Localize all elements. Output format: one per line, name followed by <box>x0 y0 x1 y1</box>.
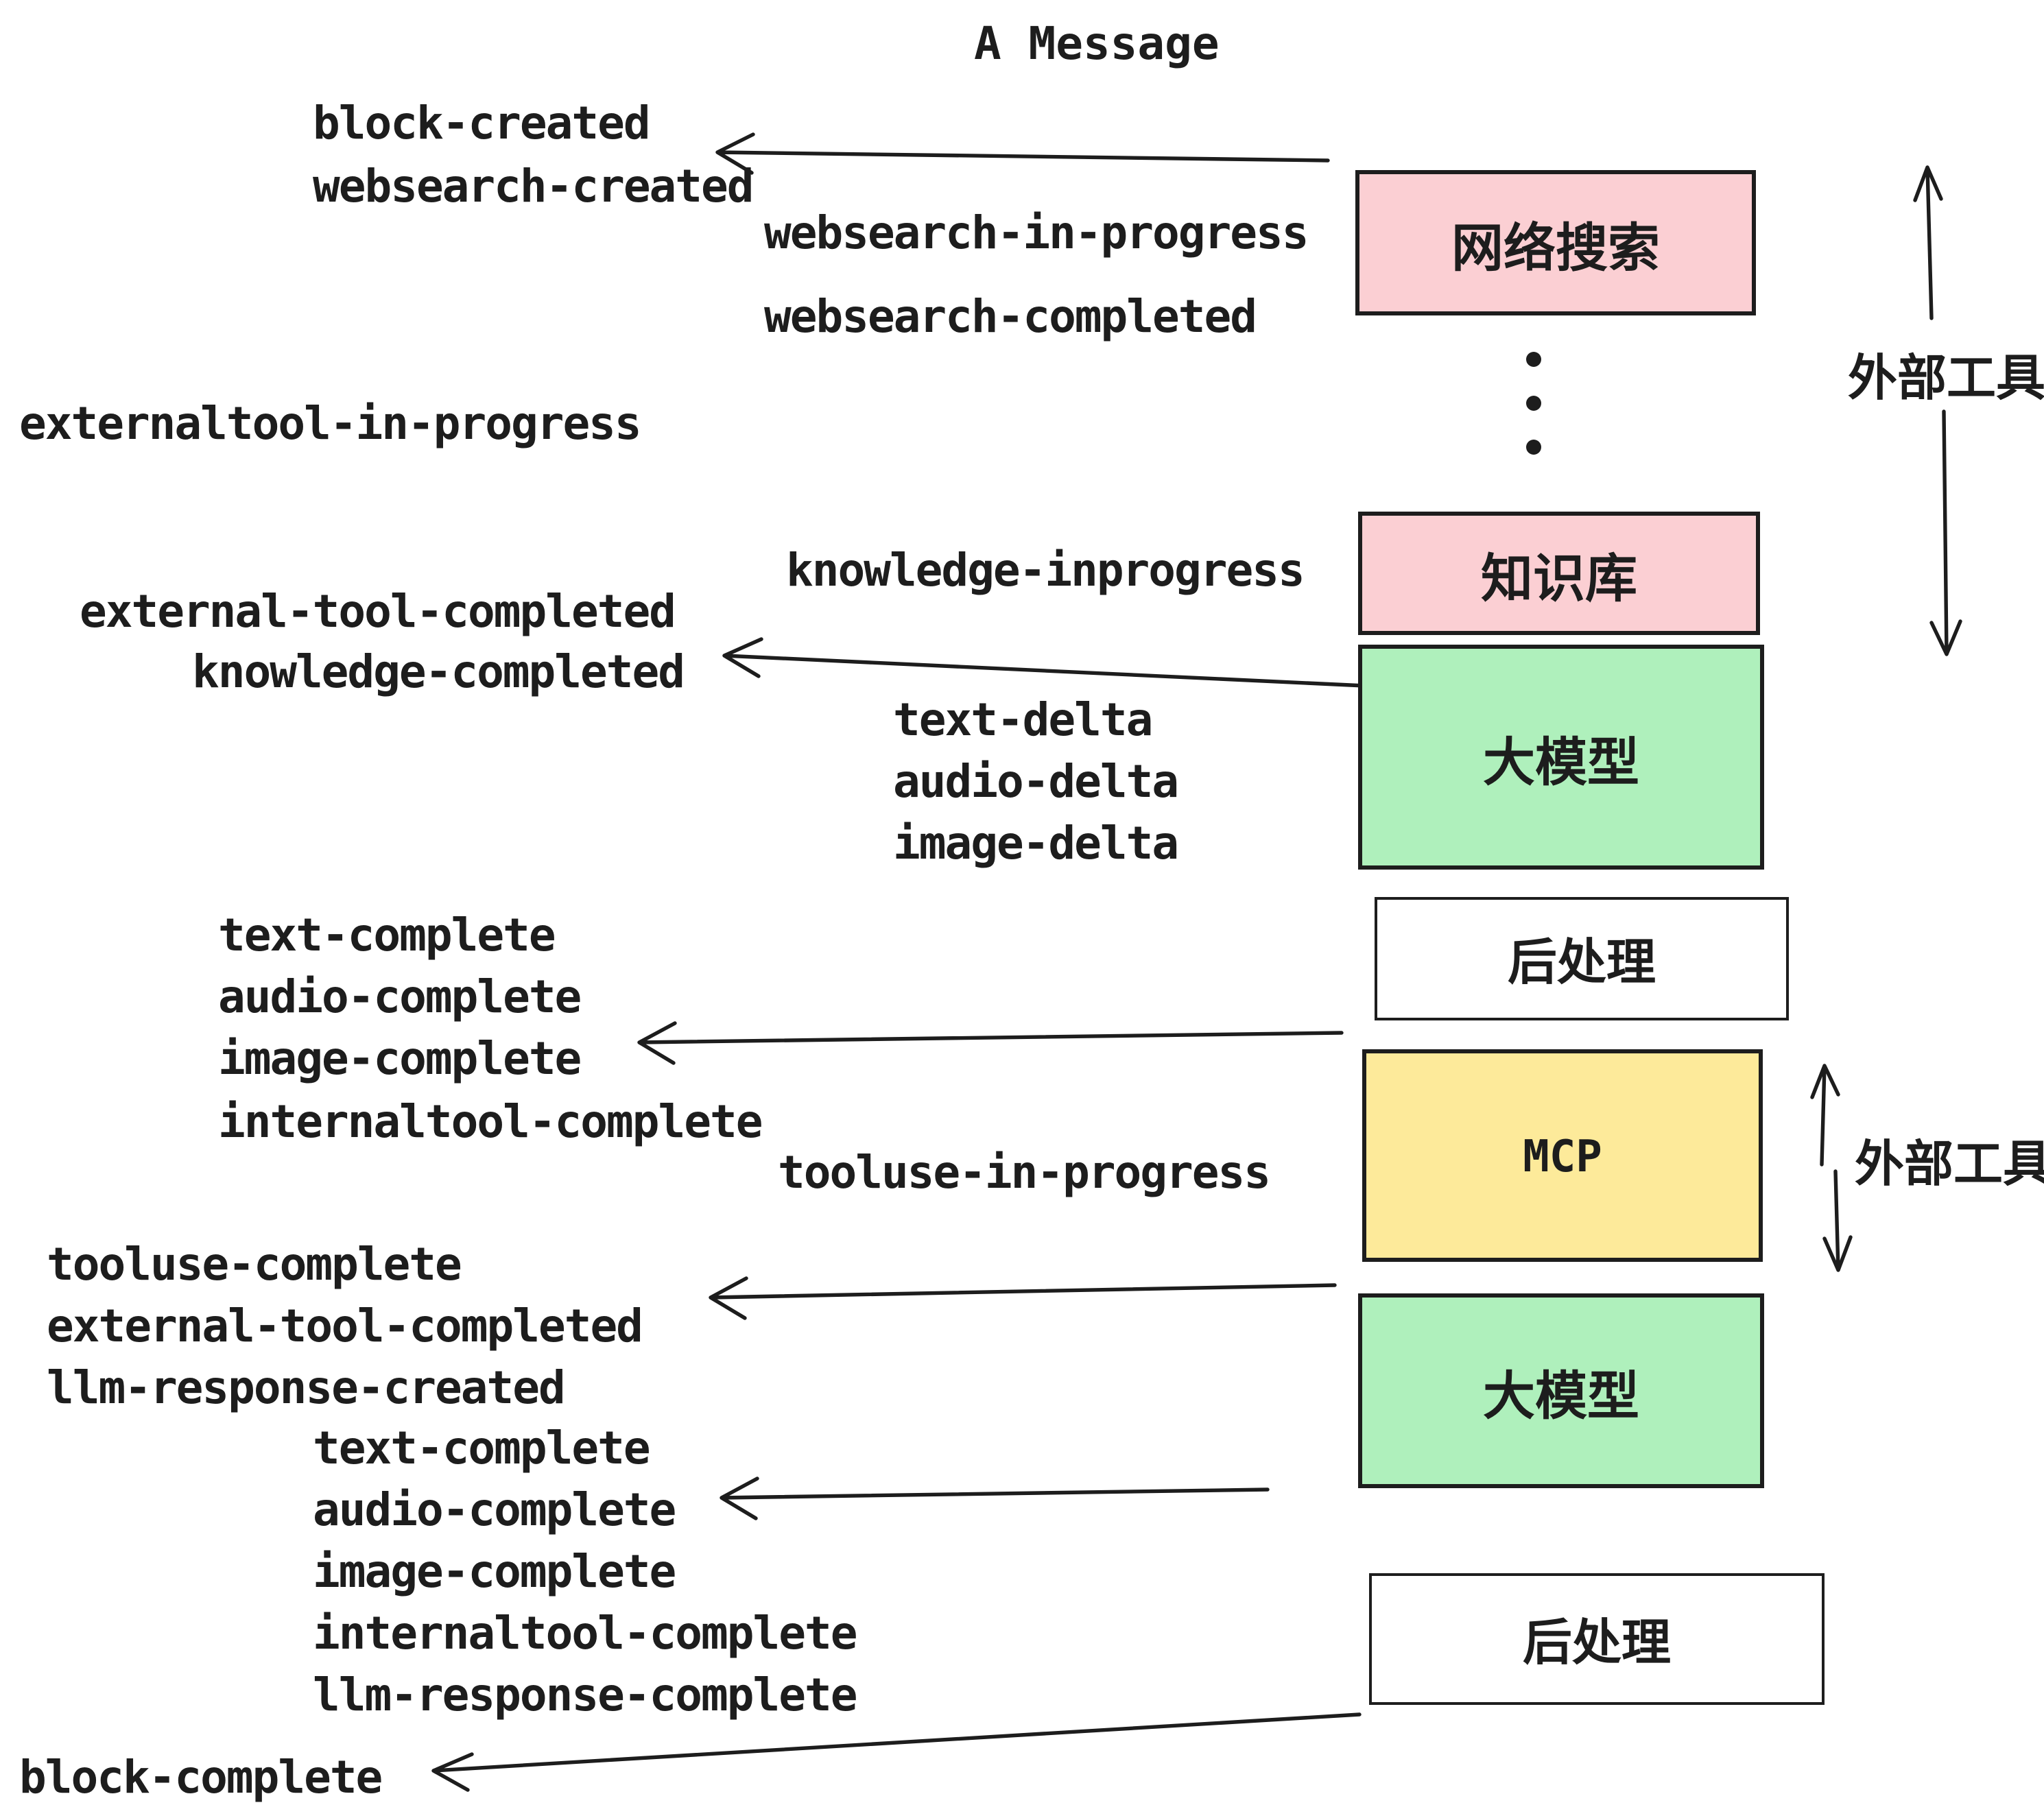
event-label-websearch-in-progress: websearch-in-progress <box>764 206 1309 259</box>
node-mcp: MCP <box>1362 1049 1763 1262</box>
arrow-external-tool-completed <box>709 1276 1337 1320</box>
node-mcp-label: MCP <box>1523 1129 1602 1182</box>
node-postprocess-1: 后处理 <box>1375 897 1789 1020</box>
arrow-mcp-external-up <box>1810 1064 1840 1167</box>
arrow-knowledge-completed <box>722 637 1367 688</box>
event-label-websearch-completed: websearch-completed <box>764 289 1257 343</box>
event-label-audio-delta: audio-delta <box>893 754 1179 808</box>
event-label-llm-response-created: llm-response-created <box>47 1361 566 1414</box>
event-label-audio-complete-2: audio-complete <box>313 1483 676 1536</box>
node-llm-2: 大模型 <box>1358 1293 1764 1488</box>
arrow-image-complete <box>637 1021 1344 1065</box>
event-label-tooluse-in-progress: tooluse-in-progress <box>778 1145 1271 1199</box>
ellipsis-dot <box>1526 396 1541 411</box>
event-label-text-complete-2: text-complete <box>313 1421 651 1474</box>
event-label-image-complete-2: image-complete <box>313 1544 676 1598</box>
event-label-text-complete: text-complete <box>218 908 556 961</box>
event-label-internaltool-complete-2: internaltool-complete <box>313 1606 857 1660</box>
event-label-llm-response-complete: llm-response-complete <box>313 1668 857 1721</box>
side-label-external-tools-top: 外部工具 <box>1848 351 2044 407</box>
event-label-block-complete: block-complete <box>19 1750 383 1804</box>
node-llm-1-label: 大模型 <box>1482 732 1639 792</box>
node-knowledge-base: 知识库 <box>1358 512 1760 635</box>
node-websearch: 网络搜索 <box>1355 170 1756 315</box>
arrow-external-tools-down <box>1929 409 1962 656</box>
event-label-block-created: block-created <box>313 96 651 150</box>
event-label-externaltool-in-progress: externaltool-in-progress <box>19 396 642 450</box>
ellipsis-dot <box>1526 440 1541 455</box>
node-postprocess-1-label: 后处理 <box>1507 935 1656 992</box>
event-label-text-delta: text-delta <box>893 693 1153 746</box>
arrow-audio-complete <box>720 1477 1270 1520</box>
event-label-tooluse-complete: tooluse-complete <box>47 1237 462 1291</box>
arrow-block-created <box>715 132 1330 175</box>
event-label-knowledge-inprogress: knowledge-inprogress <box>786 543 1305 597</box>
node-llm-2-label: 大模型 <box>1482 1365 1639 1426</box>
side-label-external-tools-mcp: 外部工具 <box>1855 1137 2044 1193</box>
event-label-external-tool-completed: external-tool-completed <box>80 584 676 638</box>
page-title: A Message <box>974 16 1220 70</box>
ellipsis-dot <box>1526 352 1541 367</box>
arrow-block-complete <box>431 1712 1362 1792</box>
event-label-knowledge-completed: knowledge-completed <box>192 645 685 698</box>
event-label-image-complete: image-complete <box>218 1031 582 1085</box>
event-label-audio-complete: audio-complete <box>218 970 582 1023</box>
arrow-mcp-external-down <box>1822 1169 1853 1272</box>
node-knowledge-base-label: 知识库 <box>1480 548 1637 608</box>
event-label-external-tool-completed-2: external-tool-completed <box>47 1299 643 1352</box>
event-label-internaltool-complete: internaltool-complete <box>218 1095 763 1148</box>
node-postprocess-2: 后处理 <box>1369 1573 1825 1705</box>
node-websearch-label: 网络搜索 <box>1451 217 1660 278</box>
arrow-external-tools-up <box>1913 165 1943 320</box>
node-postprocess-2-label: 后处理 <box>1522 1616 1671 1672</box>
node-llm-1: 大模型 <box>1358 645 1764 870</box>
event-label-websearch-created: websearch-created <box>313 159 754 213</box>
event-label-image-delta: image-delta <box>893 816 1179 870</box>
